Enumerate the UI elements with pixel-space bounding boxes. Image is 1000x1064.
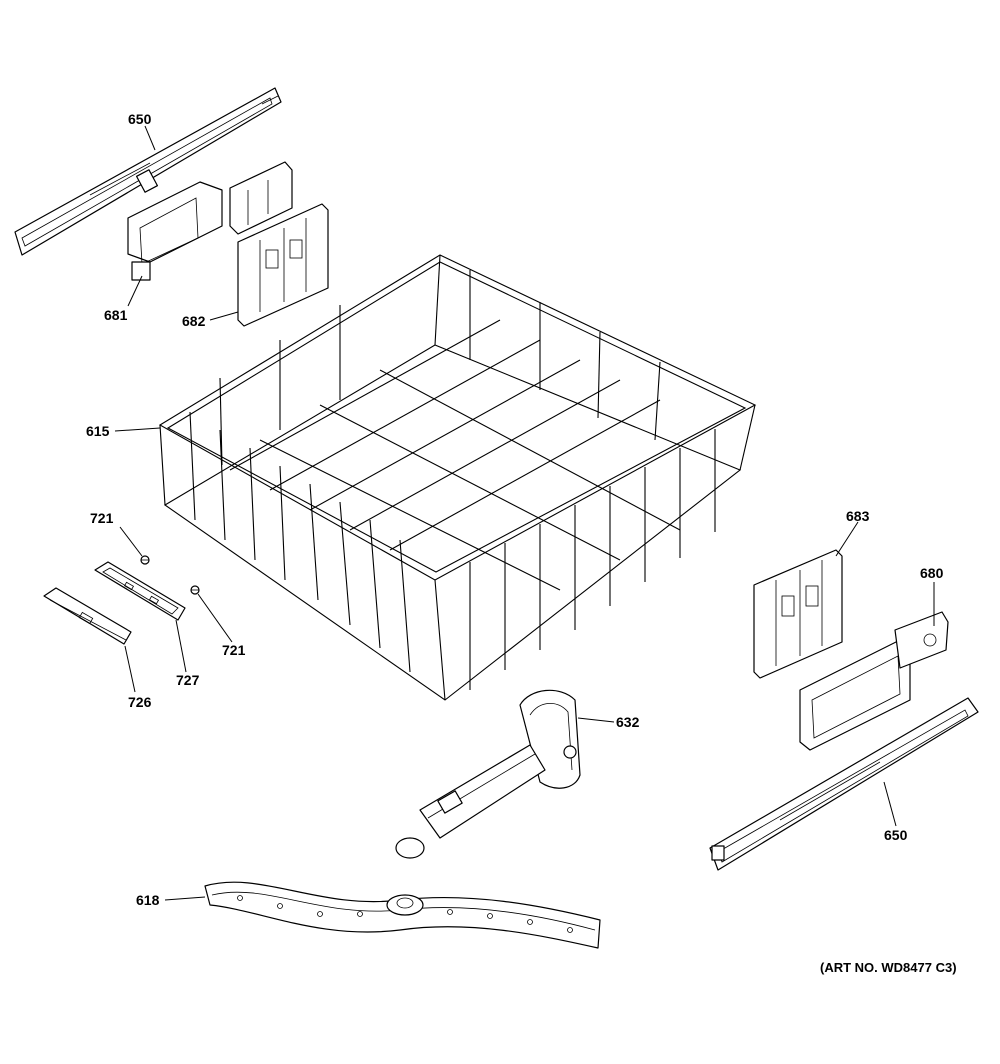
leader-lines: [114, 125, 935, 901]
callout-681: 681: [104, 307, 128, 323]
rack-bracket-682: [237, 203, 329, 327]
callout-683: 683: [846, 508, 870, 524]
callout-632: 632: [616, 714, 640, 730]
rack-clip-680: [799, 611, 949, 751]
slide-rail-top: [14, 87, 282, 256]
callout-650-top: 650: [128, 111, 152, 127]
callout-721-b: 721: [222, 642, 246, 658]
rack-bracket-683: [753, 549, 843, 679]
callout-727: 727: [176, 672, 200, 688]
screw-721-a: [140, 555, 150, 565]
handle-cover-726: [43, 587, 132, 645]
slide-rail-bottom: [709, 697, 979, 871]
callout-680: 680: [920, 565, 944, 581]
rack-handle-727: [94, 561, 186, 621]
callout-721-a: 721: [90, 510, 114, 526]
callout-650-bottom: 650: [884, 827, 908, 843]
water-manifold-632: [395, 689, 581, 859]
callout-682: 682: [182, 313, 206, 329]
rack-clip-681: [127, 161, 293, 281]
callout-726: 726: [128, 694, 152, 710]
dish-rack-615: [158, 254, 757, 701]
callout-618: 618: [136, 892, 160, 908]
callout-615: 615: [86, 423, 110, 439]
screw-721-b: [190, 585, 200, 595]
art-number: (ART NO. WD8477 C3): [820, 960, 957, 975]
spray-arm-618: [204, 881, 601, 949]
